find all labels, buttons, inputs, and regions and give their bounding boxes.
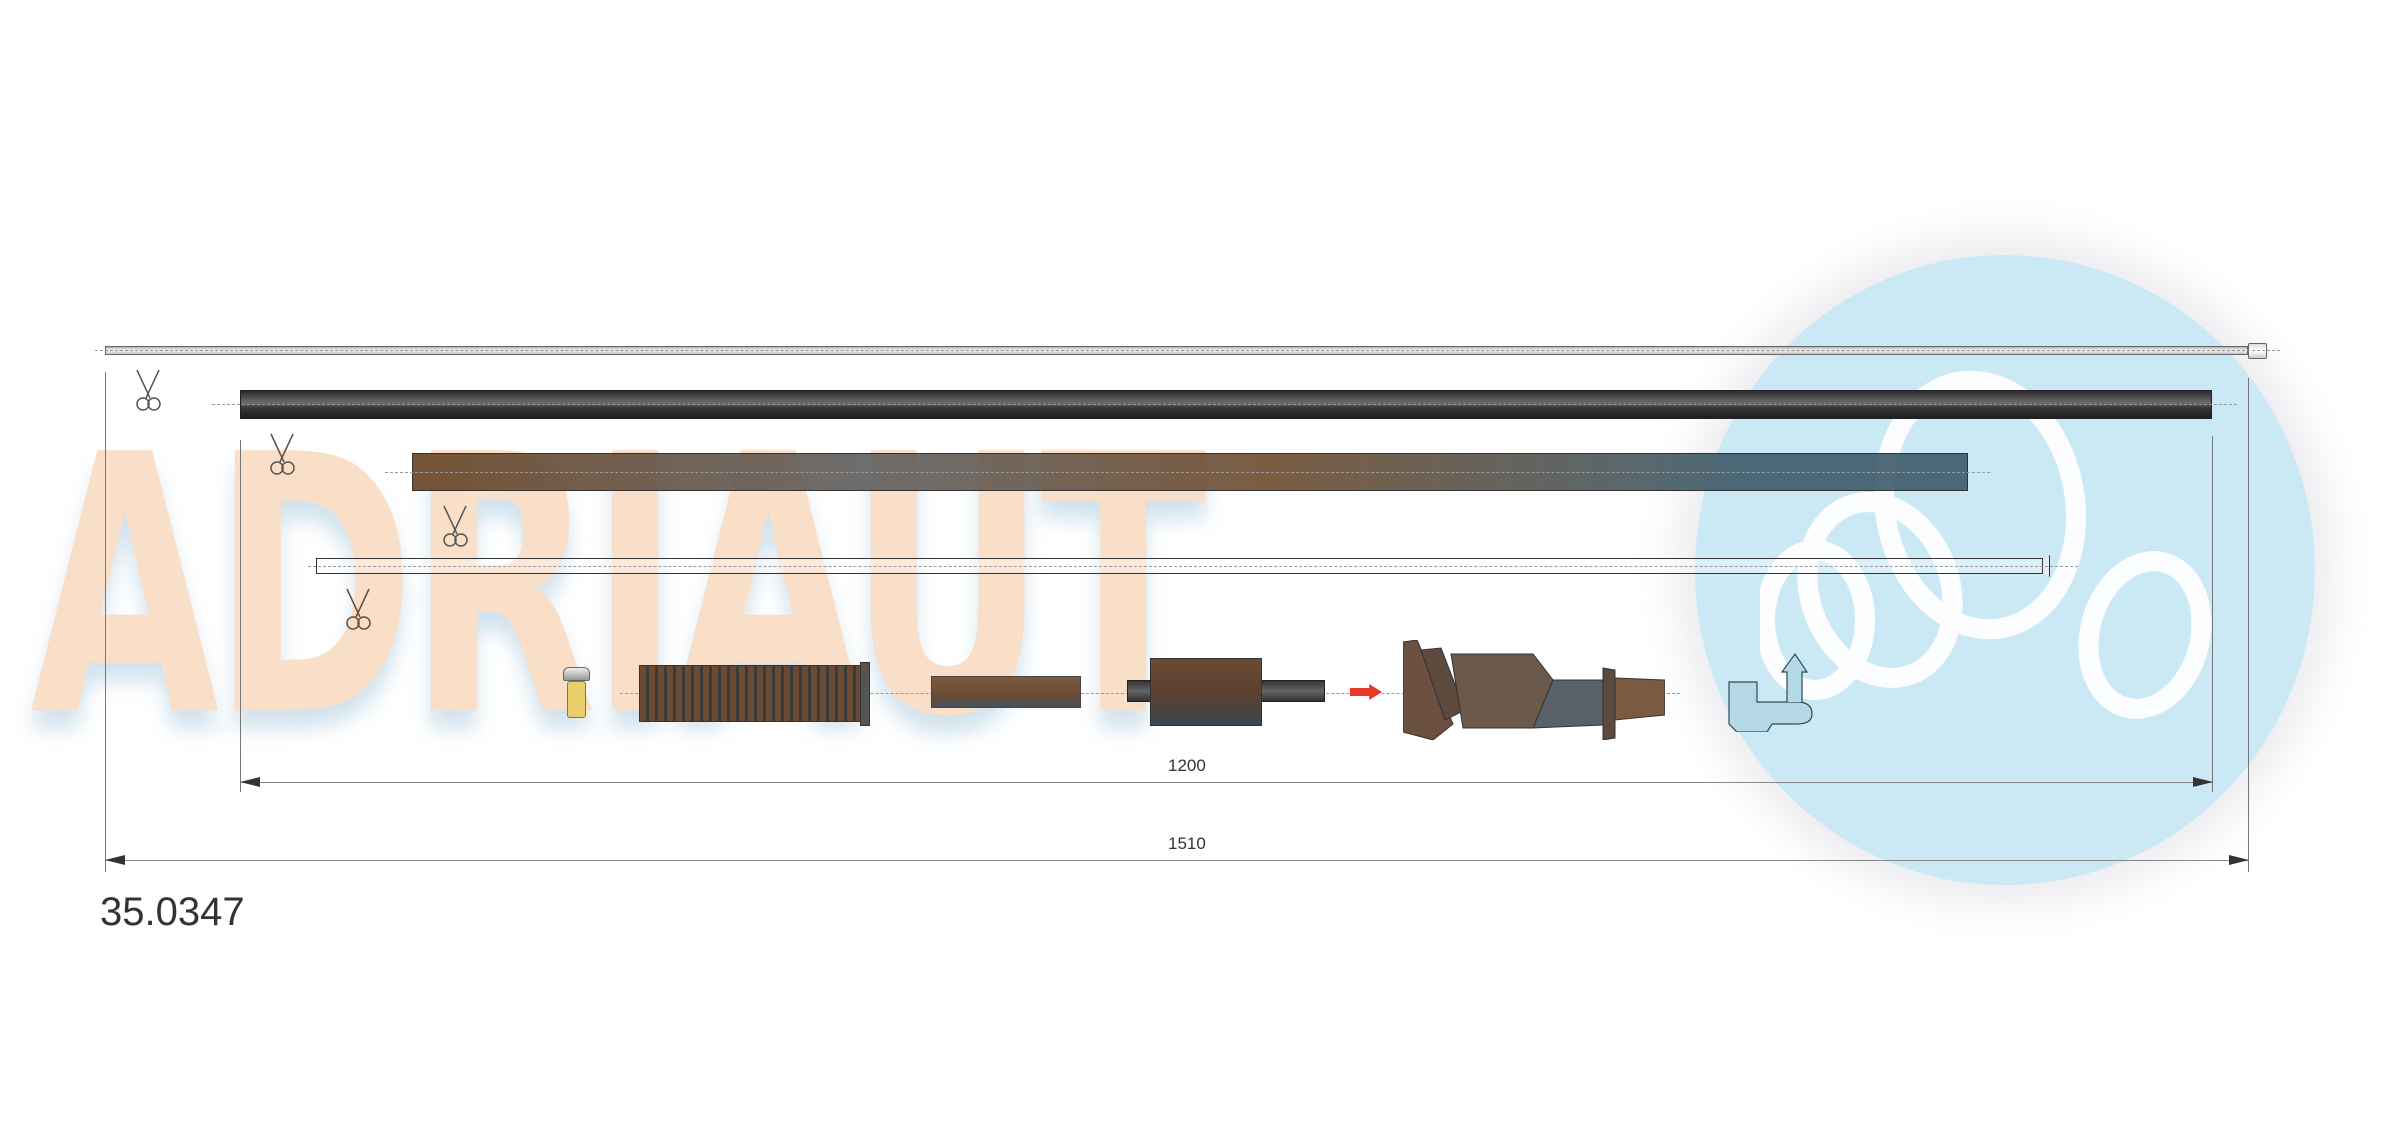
scissors-icon (136, 369, 161, 411)
dimension-arrow-left-icon (105, 855, 125, 865)
scissors-icon (346, 588, 371, 630)
dimension-arrow-left-icon (240, 777, 260, 787)
assembly-arrow-icon (1350, 684, 1382, 700)
centerline-liner (308, 566, 2078, 567)
scissors-icon (270, 433, 295, 475)
interlocking-loops-logo-icon (1760, 370, 2212, 719)
centerline-wire (95, 350, 2280, 351)
bellows-flange (860, 662, 870, 726)
dimension-label-1200: 1200 (1168, 756, 1206, 775)
bellows-boot (639, 665, 861, 722)
end-fitting (1403, 640, 1665, 740)
mounting-clip-icon (1728, 652, 1813, 732)
dimension-arrow-right-icon (2229, 855, 2249, 865)
extension-line-right-inner (2212, 436, 2213, 792)
centerline-sheath (212, 404, 2237, 405)
connector-body (1150, 658, 1262, 726)
scissors-icon (443, 505, 468, 547)
adjuster-screw-body (567, 681, 586, 718)
short-sleeve (931, 676, 1081, 708)
wire-end-nipple (2248, 343, 2267, 359)
dimension-line-1510 (105, 860, 2248, 861)
dimension-label-1510: 1510 (1168, 834, 1206, 853)
centerline-sleeve (385, 472, 1990, 473)
extension-line-left-outer (105, 372, 106, 872)
part-number: 35.0347 (100, 890, 245, 934)
extension-line-left-inner (240, 440, 241, 792)
extension-line-right-outer (2248, 378, 2249, 872)
dimension-arrow-right-icon (2193, 777, 2213, 787)
dimension-line-1200 (240, 782, 2212, 783)
adjuster-screw-head (563, 667, 590, 681)
